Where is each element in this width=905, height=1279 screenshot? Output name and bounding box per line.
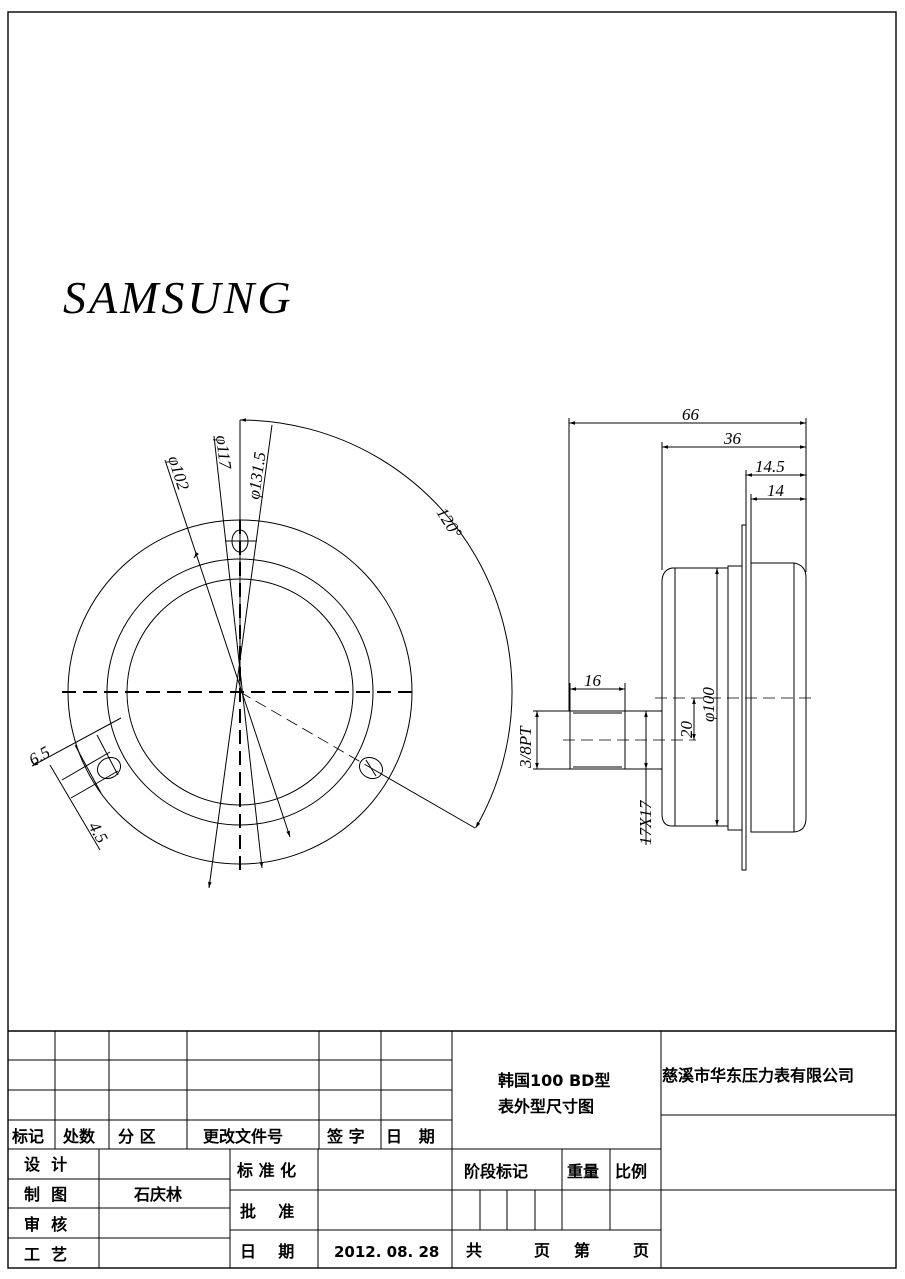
front-case bbox=[750, 562, 807, 833]
dim-d117: φ117 bbox=[212, 434, 235, 471]
role-process: 工 艺 bbox=[24, 1245, 67, 1264]
dim-slot-width: 6.5 bbox=[26, 742, 54, 769]
dim-hex: 17X17 bbox=[636, 799, 655, 845]
dim-front-14-5: 14.5 bbox=[755, 457, 785, 476]
header-change-doc: 更改文件号 bbox=[203, 1127, 283, 1146]
scale-label: 比例 bbox=[615, 1162, 647, 1181]
role-review: 审 核 bbox=[24, 1215, 67, 1234]
stage-mark-label: 阶段标记 bbox=[464, 1162, 528, 1181]
drawing-title-line1: 韩国100 BD型 bbox=[498, 1071, 610, 1090]
total-pages-label: 共 bbox=[466, 1241, 482, 1260]
role-design: 设 计 bbox=[24, 1155, 67, 1174]
dim-total-length: 66 bbox=[682, 405, 700, 424]
thread-socket bbox=[569, 710, 626, 770]
pages-unit-label: 页 bbox=[534, 1241, 550, 1260]
standardization-label: 标 准 化 bbox=[236, 1161, 296, 1180]
dim-thread-length: 16 bbox=[584, 671, 602, 690]
side-view: 66 36 14.5 14 16 3/8PT 17X17 20 φ100 bbox=[516, 405, 812, 871]
dim-front-14: 14 bbox=[767, 481, 785, 500]
dim-case-length: 36 bbox=[723, 429, 742, 448]
drawing-date: 2012. 08. 28 bbox=[334, 1243, 439, 1261]
header-mark: 标记 bbox=[11, 1127, 44, 1146]
page-number-label: 第 bbox=[574, 1241, 590, 1260]
dim-thread-spec: 3/8PT bbox=[516, 725, 535, 769]
dim-d102: φ102 bbox=[164, 453, 193, 493]
mount-hole-left bbox=[96, 756, 122, 780]
drawing-title-line2: 表外型尺寸图 bbox=[497, 1097, 594, 1116]
dim-slot-height: 4.5 bbox=[85, 819, 112, 847]
front-view: 120° φ102 φ117 φ131.5 6.5 4.5 bbox=[26, 418, 513, 889]
dim-diameter: φ100 bbox=[699, 687, 718, 722]
company-name: 慈溪市华东压力表有限公司 bbox=[662, 1066, 854, 1085]
date-label: 日 期 bbox=[240, 1242, 294, 1261]
drafter-name: 石庆林 bbox=[133, 1185, 182, 1204]
header-date: 日 期 bbox=[386, 1127, 435, 1146]
dim-angle: 120° bbox=[433, 504, 466, 542]
weight-label: 重量 bbox=[567, 1162, 599, 1181]
header-count: 处数 bbox=[62, 1127, 96, 1146]
dim-offset: 20 bbox=[677, 721, 696, 739]
mounting-flange bbox=[741, 524, 747, 871]
brand-logo: SAMSUNG bbox=[63, 272, 294, 323]
approval-label: 批 准 bbox=[240, 1202, 294, 1221]
dim-d131: φ131.5 bbox=[244, 451, 269, 501]
header-signature: 签 字 bbox=[326, 1127, 365, 1146]
title-block: 标记 处数 分 区 更改文件号 签 字 日 期 设 计 制 图 审 核 工 艺 … bbox=[8, 1030, 896, 1268]
role-drafting: 制 图 bbox=[24, 1185, 67, 1204]
back-case bbox=[661, 567, 729, 827]
header-zone: 分 区 bbox=[118, 1127, 156, 1146]
page-unit-label: 页 bbox=[633, 1241, 649, 1260]
